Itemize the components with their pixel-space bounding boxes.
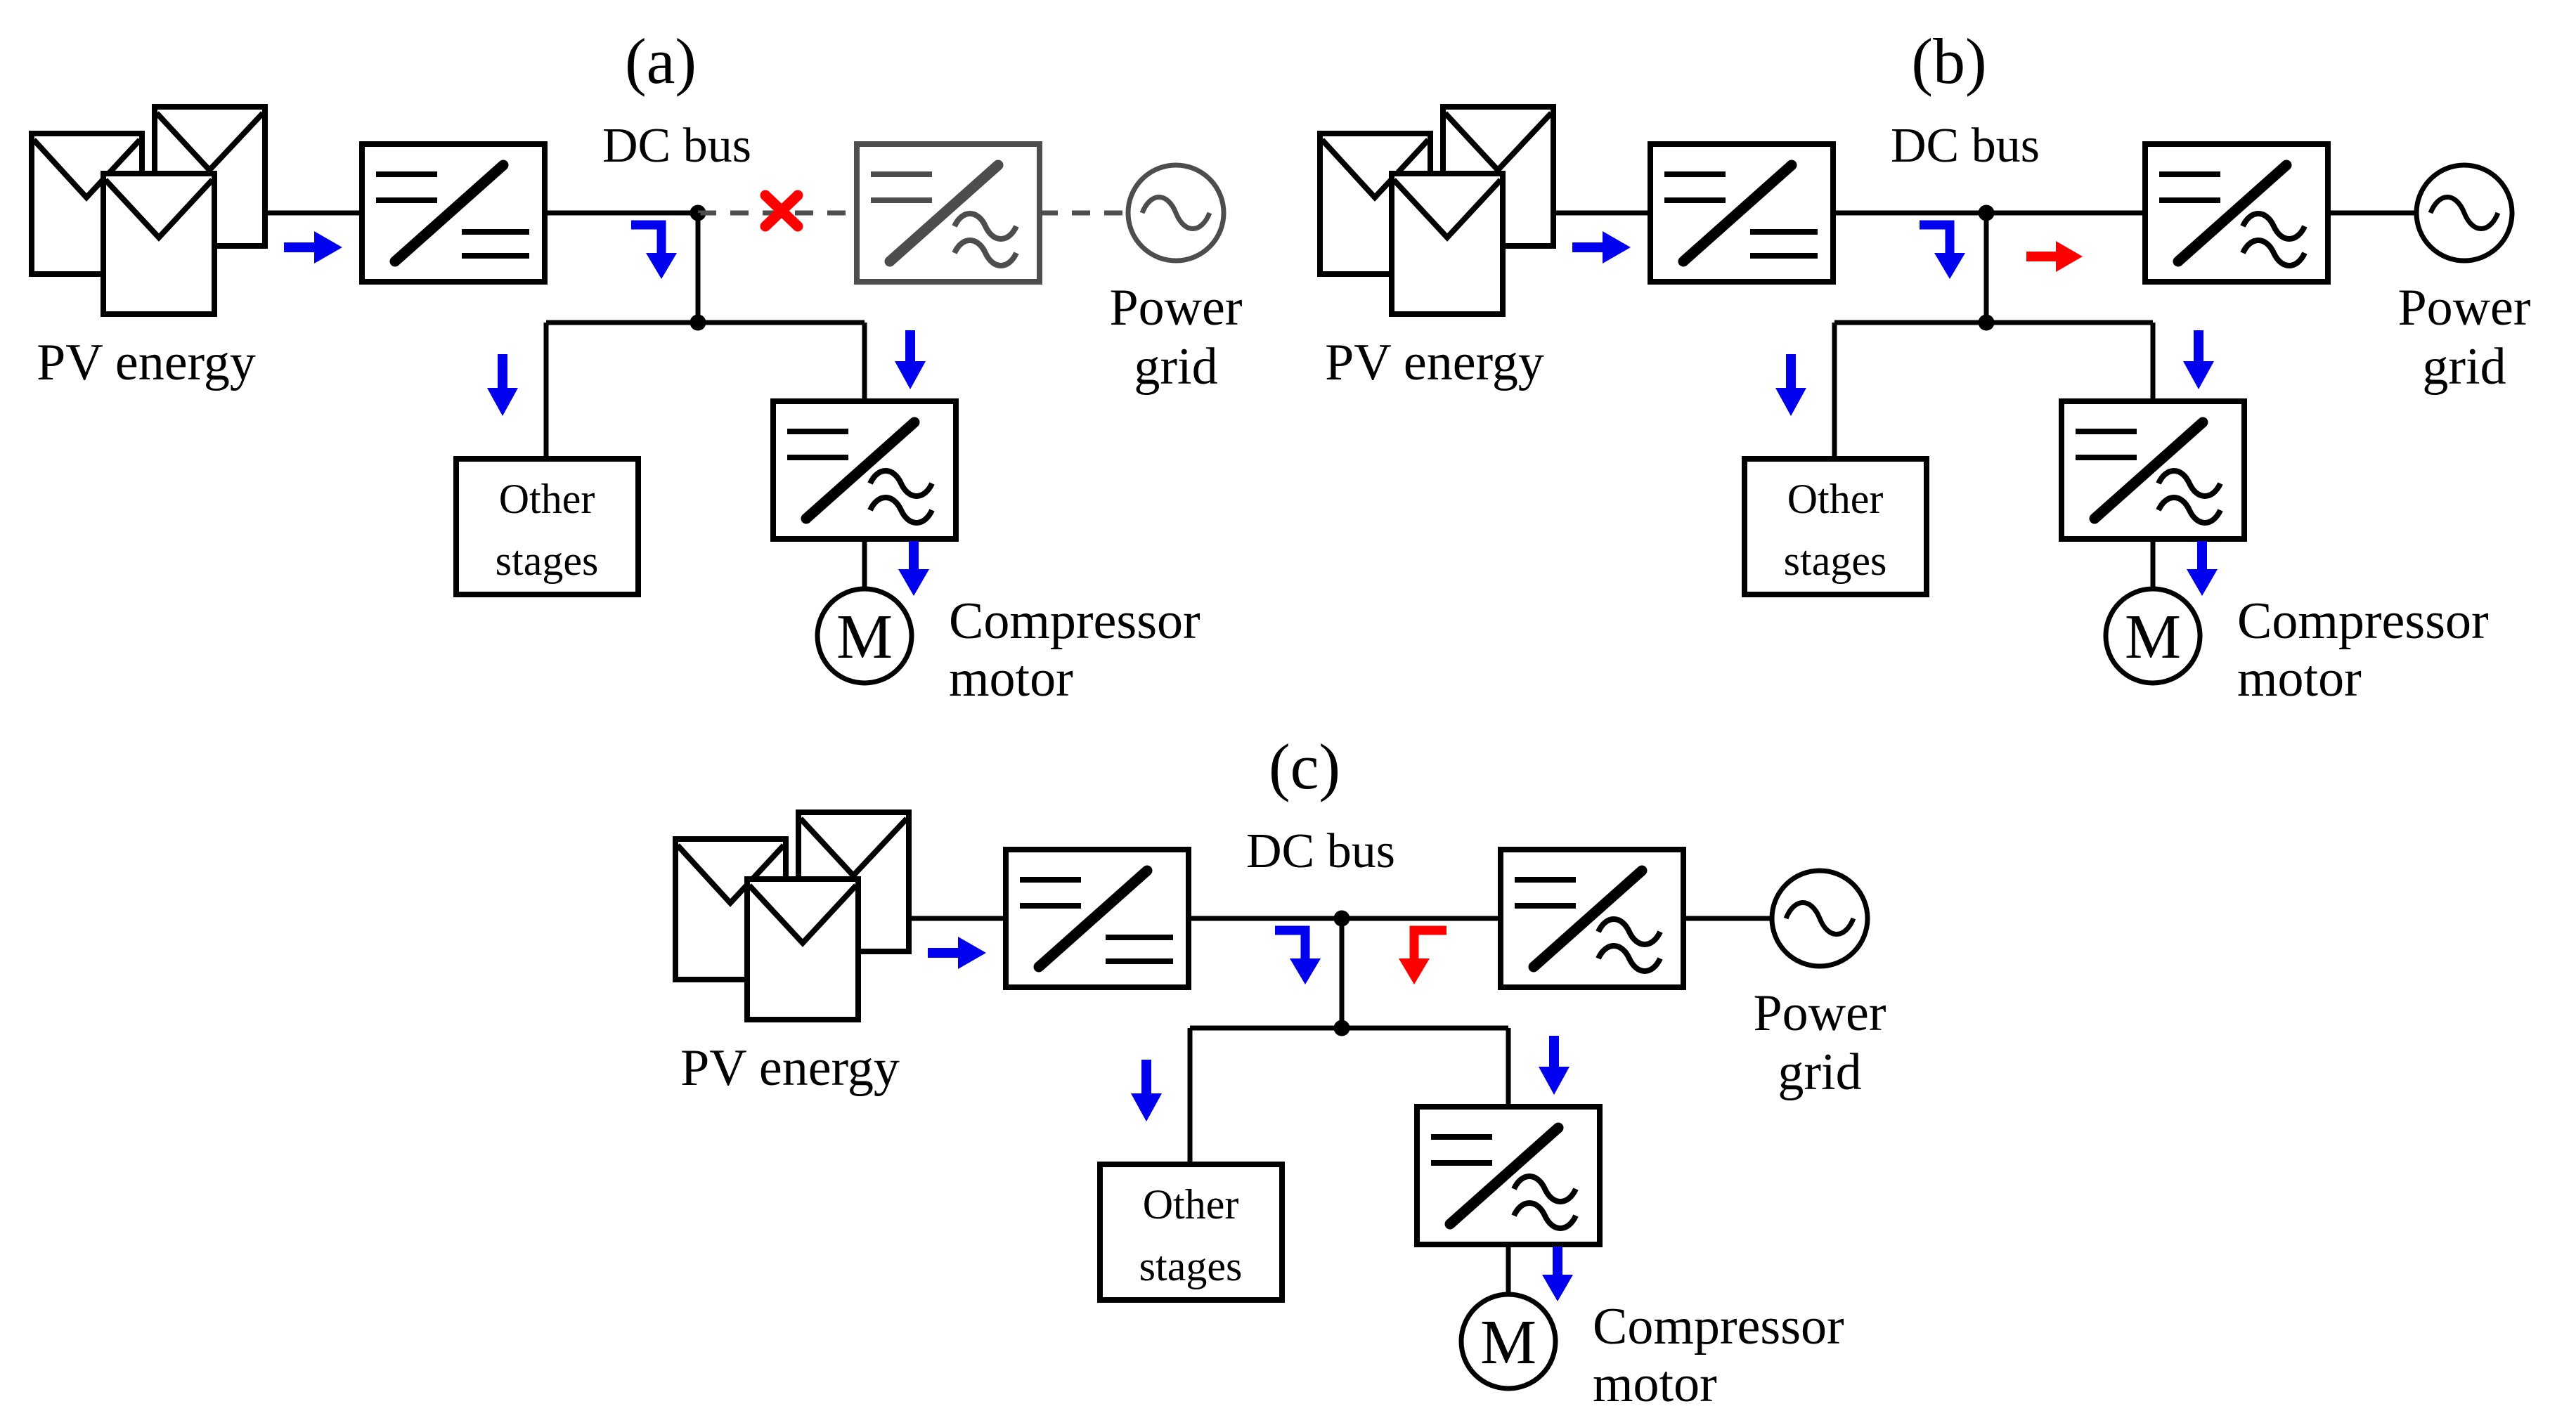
compressor-label-2: motor — [949, 650, 1073, 708]
blue-flow-arrow-motor-inverter — [2183, 330, 2214, 389]
power-grid-label-1: Power — [1753, 984, 1886, 1042]
power-grid-label-2: grid — [1134, 338, 1217, 396]
other-stages-box: Other stages — [1097, 1162, 1285, 1303]
dc-dc-converter-icon — [1648, 141, 1836, 285]
motor-symbol: M — [836, 602, 893, 672]
panel-title: (c) — [1269, 731, 1340, 802]
compressor-motor-icon: M — [1458, 1292, 1558, 1391]
other-stages-label-1: Other — [1143, 1181, 1239, 1228]
dc-dc-converter-icon — [1003, 847, 1191, 990]
power-grid-label-1: Power — [1109, 279, 1242, 337]
compressor-motor-icon: M — [2103, 586, 2203, 686]
pv-panel-vee — [747, 883, 858, 947]
panel-title: (b) — [1911, 25, 1986, 97]
panel-c: (c) PV energy DC bus — [673, 731, 1886, 1411]
panel-b: (b) PV energy DC bus — [1317, 25, 2531, 708]
blue-flow-arrow-bus-down — [1275, 925, 1321, 984]
pv-panel-vee — [103, 178, 214, 242]
blue-flow-arrow-motor-inverter — [895, 330, 926, 389]
pv-array-icon — [29, 104, 268, 317]
motor-inverter-icon — [1414, 1104, 1603, 1247]
compressor-label-1: Compressor — [949, 592, 1200, 650]
compressor-label-1: Compressor — [2237, 592, 2489, 650]
red-flow-arrow-from-grid — [1399, 925, 1446, 984]
panel-title: (a) — [625, 25, 697, 97]
pv-panel-vee — [1320, 138, 1430, 202]
power-grid-label-2: grid — [2422, 338, 2506, 396]
dc-dc-converter-icon — [359, 141, 548, 285]
blue-flow-arrow-pv — [928, 937, 986, 969]
power-grid-label-2: grid — [1778, 1043, 1861, 1101]
other-stages-box: Other stages — [1742, 456, 1929, 597]
compressor-label-2: motor — [2237, 650, 2362, 708]
pv-panel-vee — [675, 843, 786, 907]
compressor-motor-icon: M — [815, 586, 914, 686]
blue-flow-arrow-motor — [2187, 541, 2218, 596]
blue-flow-arrow-pv — [1572, 231, 1631, 264]
pv-panel-vee — [1443, 111, 1553, 174]
pv-array-icon — [1317, 104, 1556, 317]
blue-flow-arrow-other-stages — [1131, 1060, 1162, 1121]
pv-energy-label: PV energy — [37, 334, 256, 391]
pv-panel-vee — [1392, 178, 1503, 242]
blue-flow-arrow-other-stages — [1775, 354, 1806, 416]
power-grid-source-icon — [1125, 162, 1226, 264]
grid-inverter-icon — [2142, 141, 2331, 285]
power-grid-label-1: Power — [2397, 279, 2530, 337]
pv-energy-label: PV energy — [680, 1039, 900, 1097]
other-stages-label-2: stages — [1784, 538, 1887, 584]
pv-energy-label: PV energy — [1325, 334, 1544, 391]
pv-panel-vee — [32, 138, 142, 202]
other-stages-label-2: stages — [1139, 1243, 1243, 1289]
other-stages-label-1: Other — [499, 476, 595, 522]
grid-inverter-icon — [1498, 847, 1686, 990]
compressor-label-1: Compressor — [1593, 1298, 1844, 1355]
other-stages-label-2: stages — [496, 538, 599, 584]
motor-inverter-icon — [770, 398, 959, 542]
pv-panel-vee — [155, 111, 265, 174]
blue-flow-arrow-pv — [284, 231, 342, 264]
grid-inverter-icon-inactive — [854, 141, 1042, 285]
other-stages-box: Other stages — [453, 456, 641, 597]
dc-bus-label: DC bus — [602, 119, 751, 173]
power-grid-source-icon — [2414, 162, 2515, 264]
blue-flow-arrow-motor — [1542, 1247, 1573, 1301]
motor-symbol: M — [1480, 1308, 1536, 1377]
pv-panel-vee — [798, 817, 909, 880]
motor-symbol: M — [2125, 602, 2181, 672]
dc-bus-label: DC bus — [1891, 119, 2040, 173]
blue-flow-arrow-motor — [898, 541, 929, 596]
blue-flow-arrow-motor-inverter — [1539, 1036, 1569, 1095]
blue-flow-arrow-other-stages — [487, 354, 518, 416]
red-x-disconnect-icon — [760, 190, 803, 232]
other-stages-label-1: Other — [1787, 476, 1884, 522]
motor-inverter-icon — [2059, 398, 2247, 542]
panel-a: (a) PV energy DC bus — [29, 25, 1243, 708]
dc-bus-label: DC bus — [1246, 824, 1395, 878]
red-flow-arrow-to-grid — [2026, 241, 2083, 272]
pv-array-icon — [673, 809, 912, 1022]
blue-flow-arrow-bus-down — [1920, 220, 1965, 279]
blue-flow-arrow-bus-down — [631, 220, 677, 279]
compressor-label-2: motor — [1593, 1355, 1717, 1411]
power-grid-source-icon — [1769, 868, 1870, 969]
